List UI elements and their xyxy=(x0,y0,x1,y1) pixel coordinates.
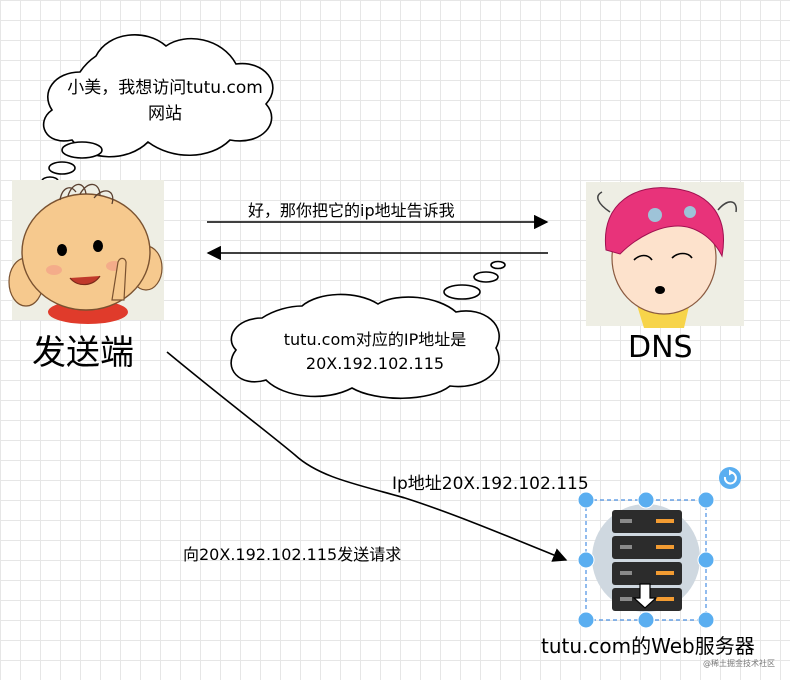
resize-handle xyxy=(697,551,715,569)
resize-handle xyxy=(577,611,595,629)
web-server-label: tutu.com的Web服务器 xyxy=(541,634,755,658)
dns-answer-text: tutu.com对应的IP地址是 20X.192.102.115 xyxy=(240,328,510,376)
request-ip-label: 好，那你把它的ip地址告诉我 xyxy=(248,201,455,220)
sender-avatar xyxy=(8,180,164,324)
answer-line: 20X.192.102.115 xyxy=(305,354,445,373)
sender-label: 发送端 xyxy=(32,333,134,373)
selection-frame[interactable] xyxy=(577,491,715,629)
answer-line: tutu.com对应的IP地址是 xyxy=(283,330,467,349)
rotate-handle-icon[interactable] xyxy=(719,467,741,489)
resize-handle xyxy=(637,611,655,629)
dns-avatar xyxy=(586,182,744,328)
sender-thought-text: 小美，我想访问tutu.com 网站 xyxy=(40,75,290,127)
resize-handle xyxy=(697,491,715,509)
send-request-label: 向20X.192.102.115发送请求 xyxy=(183,545,402,564)
web-server-icon[interactable] xyxy=(592,504,700,612)
resize-handle xyxy=(697,611,715,629)
arrow-request-to-server xyxy=(166,351,568,562)
resize-handle xyxy=(637,491,655,509)
resize-handle xyxy=(577,551,595,569)
dns-label: DNS xyxy=(628,330,693,365)
ip-address-label: Ip地址20X.192.102.115 xyxy=(392,474,589,494)
watermark: @稀土掘金技术社区 xyxy=(703,659,775,668)
thought-line: 小美，我想访问tutu.com xyxy=(67,78,263,98)
thought-line: 网站 xyxy=(148,104,182,124)
resize-handle xyxy=(577,491,595,509)
dns-answer-cloud xyxy=(230,260,506,400)
